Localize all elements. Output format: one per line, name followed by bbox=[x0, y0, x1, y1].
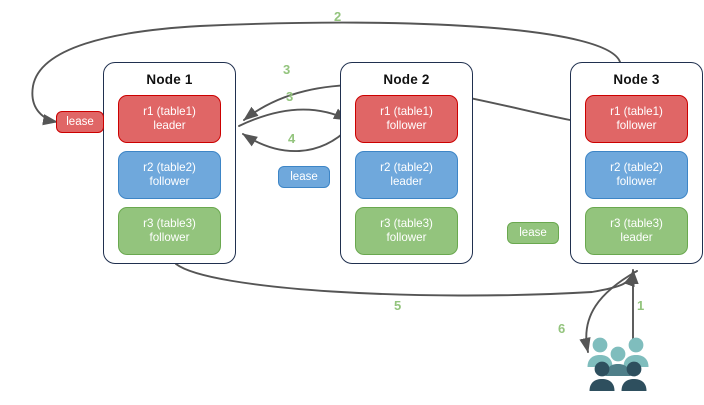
step-label-2: 2 bbox=[334, 9, 342, 24]
step-label-6: 6 bbox=[558, 321, 566, 336]
replica-role: follower bbox=[616, 119, 657, 132]
step-label-4: 4 bbox=[288, 131, 296, 146]
replica-role: leader bbox=[620, 231, 653, 244]
step-label-3b: 3 bbox=[286, 89, 294, 104]
people-group-icon bbox=[587, 337, 649, 391]
node-card-node3[interactable]: Node 3 r1 (table1) follower r2 (table2) … bbox=[570, 62, 703, 264]
replica-name: r2 (table2) bbox=[143, 161, 196, 174]
lease-label: lease bbox=[66, 116, 94, 128]
node-title: Node 2 bbox=[383, 72, 430, 87]
replica-name: r1 (table1) bbox=[143, 105, 196, 118]
replica-role: follower bbox=[149, 175, 190, 188]
replica-node1-r1[interactable]: r1 (table1) leader bbox=[118, 95, 221, 143]
node-title: Node 3 bbox=[613, 72, 660, 87]
node-title: Node 1 bbox=[146, 72, 193, 87]
replica-role: follower bbox=[616, 175, 657, 188]
replica-role: leader bbox=[153, 119, 186, 132]
step-label-5: 5 bbox=[394, 298, 402, 313]
replica-name: r3 (table3) bbox=[143, 217, 196, 230]
replica-node3-r3[interactable]: r3 (table3) leader bbox=[585, 207, 688, 255]
node-card-node1[interactable]: Node 1 r1 (table1) leader r2 (table2) fo… bbox=[103, 62, 236, 264]
replica-node3-r1[interactable]: r1 (table1) follower bbox=[585, 95, 688, 143]
replica-node2-r3[interactable]: r3 (table3) follower bbox=[355, 207, 458, 255]
replica-name: r2 (table2) bbox=[380, 161, 433, 174]
replica-node1-r3[interactable]: r3 (table3) follower bbox=[118, 207, 221, 255]
arrow-step-5 bbox=[175, 263, 635, 297]
replica-role: follower bbox=[386, 231, 427, 244]
arrow-step-4 bbox=[242, 125, 352, 152]
lease-chip-table3[interactable]: lease bbox=[507, 222, 559, 244]
arrow-step-3-lower bbox=[238, 108, 350, 127]
replica-name: r3 (table3) bbox=[610, 217, 663, 230]
replica-name: r3 (table3) bbox=[380, 217, 433, 230]
replica-name: r1 (table1) bbox=[380, 105, 433, 118]
replica-role: follower bbox=[386, 119, 427, 132]
replica-node2-r1[interactable]: r1 (table1) follower bbox=[355, 95, 458, 143]
replica-node2-r2[interactable]: r2 (table2) leader bbox=[355, 151, 458, 199]
arrow-step-6 bbox=[579, 270, 638, 354]
replica-node1-r2[interactable]: r2 (table2) follower bbox=[118, 151, 221, 199]
node-card-node2[interactable]: Node 2 r1 (table1) follower r2 (table2) … bbox=[340, 62, 473, 264]
step-label-3a: 3 bbox=[283, 62, 291, 77]
lease-chip-table1[interactable]: lease bbox=[56, 111, 104, 133]
step-label-1: 1 bbox=[637, 298, 645, 313]
arrow-step-2 bbox=[31, 21, 621, 126]
replica-name: r1 (table1) bbox=[610, 105, 663, 118]
lease-label: lease bbox=[290, 171, 318, 183]
replica-role: follower bbox=[149, 231, 190, 244]
replica-role: leader bbox=[390, 175, 423, 188]
replica-node3-r2[interactable]: r2 (table2) follower bbox=[585, 151, 688, 199]
replica-name: r2 (table2) bbox=[610, 161, 663, 174]
lease-label: lease bbox=[519, 227, 547, 239]
lease-chip-table2[interactable]: lease bbox=[278, 166, 330, 188]
